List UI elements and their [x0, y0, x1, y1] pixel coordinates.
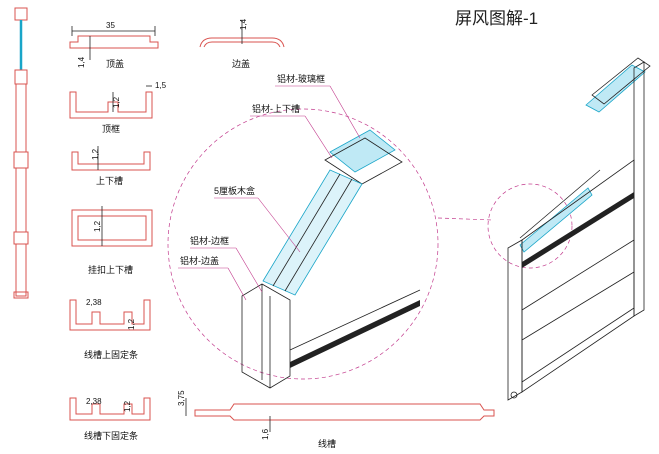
top-frame-dim-b: 1,5	[155, 81, 167, 90]
profile-wire-upper: 2,38 1,2 线槽上固定条	[69, 298, 151, 360]
profile-slot: 1,2 上下槽	[71, 146, 151, 186]
svg-text:铝材-上下槽: 铝材-上下槽	[252, 103, 300, 114]
profile-edge-cover: 1,4 边盖	[199, 18, 285, 69]
wire-upper-dim-b: 1,2	[127, 318, 136, 330]
wire-channel-dim-b: 1,6	[261, 428, 270, 440]
hook-slot-dim-a: 1,2	[93, 220, 102, 232]
wire-channel-dim-a: 3,75	[177, 390, 186, 406]
detail-magnifier	[167, 108, 573, 389]
profile-hook-slot: 1,2 挂扣上下槽	[71, 206, 153, 275]
svg-text:铝材-玻璃框: 铝材-玻璃框	[277, 73, 325, 84]
wire-lower-label: 线槽下固定条	[84, 430, 138, 441]
top-cover-label: 顶盖	[106, 58, 124, 69]
page-title: 屏风图解-1	[455, 9, 538, 28]
profile-top-frame: 1,2 1,5 顶框	[69, 81, 167, 134]
callout-wood-box: 5厘板木盒	[214, 185, 301, 253]
wire-upper-dim-a: 2,38	[86, 298, 102, 307]
wire-upper-label: 线槽上固定条	[84, 349, 138, 360]
svg-text:铝材-边盖: 铝材-边盖	[180, 255, 219, 266]
svg-text:5厘板木盒: 5厘板木盒	[214, 185, 255, 196]
top-cover-width-dim: 35	[106, 21, 115, 30]
edge-cover-label: 边盖	[232, 58, 250, 69]
edge-cover-thick-dim: 1,4	[239, 18, 248, 30]
slot-dim-a: 1,2	[91, 148, 100, 160]
top-frame-dim-a: 1,2	[112, 96, 121, 108]
slot-label: 上下槽	[96, 175, 123, 186]
screen-panel-isometric	[507, 57, 651, 401]
wire-lower-dim-a: 2,38	[86, 397, 102, 406]
profile-wire-lower: 2,38 1,2 线槽下固定条	[69, 397, 151, 441]
hook-slot-label: 挂扣上下槽	[88, 264, 133, 275]
top-frame-label: 顶框	[102, 123, 120, 134]
callout-side-cover: 铝材-边盖	[178, 255, 247, 301]
svg-text:铝材-边框: 铝材-边框	[190, 235, 229, 246]
callout-side-frame: 铝材-边框	[190, 235, 263, 293]
wire-lower-dim-b: 1,2	[123, 400, 132, 412]
profile-wire-channel: 3,75 1,6 线槽	[177, 390, 495, 449]
callout-slot-alu: 铝材-上下槽	[250, 103, 333, 159]
vertical-section-strip	[13, 7, 29, 299]
top-cover-thick-dim: 1,4	[77, 56, 86, 68]
wood-box-band	[262, 169, 363, 296]
callout-glass-frame: 铝材-玻璃框	[275, 73, 361, 139]
profile-top-cover: 35 1,4 顶盖	[69, 21, 159, 69]
wire-channel-label: 线槽	[318, 438, 336, 449]
